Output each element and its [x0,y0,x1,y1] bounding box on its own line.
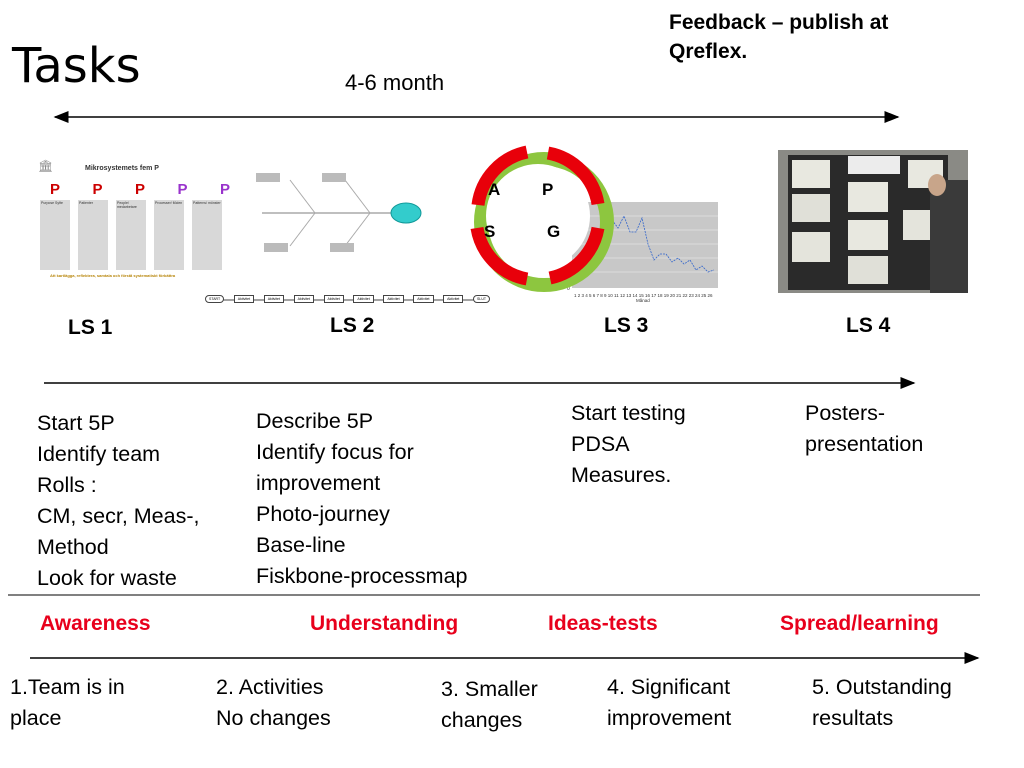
process-box: Aktivitet [443,295,464,303]
p-letter: P [219,181,230,198]
poster-photo [778,150,968,293]
ls3-tasks: Start testing PDSA Measures. [571,401,686,487]
process-box: Aktivitet [323,295,344,303]
outcome-3: 3. Smaller changes [441,677,538,732]
outcome-2: 2. Activities No changes [216,675,331,730]
phase-spread-learning: Spread/learning [780,612,939,635]
process-box: Aktivitet [293,295,314,303]
phase-understanding: Understanding [310,612,459,635]
ls3-label: LS 3 [604,314,649,337]
ls2-label: LS 2 [330,314,375,337]
phase-ideas-tests: Ideas-tests [548,612,658,635]
p-letter: P [177,181,188,198]
phase-awareness: Awareness [40,612,151,635]
process-box: Aktivitet [383,295,404,303]
process-box: Aktivitet [413,295,434,303]
process-box: Aktivitet [263,295,284,303]
five-p-image: 🏛 Mikrosystemets fem P P P P P P Purpose… [30,155,240,285]
outcome-1: 1.Team is in place [10,675,125,730]
p-column: Patienter [78,200,108,270]
ls4-label: LS 4 [846,314,891,337]
p-column: Purpose Syfte [40,200,70,270]
pdsa-letter-p: P [542,180,554,199]
five-p-heading: Mikrosystemets fem P [85,165,159,172]
feedback-note: Feedback – publish at Qreflex. [669,11,889,63]
building-icon: 🏛 [38,159,54,173]
pdsa-letter-g: G [547,222,561,241]
pdsa-letter-a: A [488,180,501,199]
ls1-label: LS 1 [68,316,113,339]
ls2-tasks: Describe 5P Identify focus for improveme… [256,409,468,588]
page-title: Tasks [12,38,141,94]
duration-label: 4-6 month [345,70,445,95]
process-map: START Aktivitet Aktivitet Aktivitet Akti… [205,295,490,303]
p-column: Patterns/ mönster [192,200,222,270]
p-letter: P [50,181,61,198]
process-box: Aktivitet [353,295,374,303]
ls1-tasks: Start 5P Identify team Rolls : CM, secr,… [37,411,200,590]
p-column: People/ medarbetare [116,200,146,270]
p-letter: P [92,181,103,198]
process-box: Aktivitet [233,295,255,303]
p-column: Processer/ flöden [154,200,184,270]
outcome-5: 5. Outstanding resultats [812,675,952,730]
process-box: SLUT [473,295,490,303]
outcome-4: 4. Significant improvement [607,675,732,730]
p-letter: P [134,181,145,198]
process-box: START [205,295,225,303]
five-p-caption: Att kartlägga, reflektera, samtala och f… [50,273,176,278]
ls4-tasks: Posters- presentation [805,401,924,456]
pdsa-letter-s: S [484,222,496,241]
